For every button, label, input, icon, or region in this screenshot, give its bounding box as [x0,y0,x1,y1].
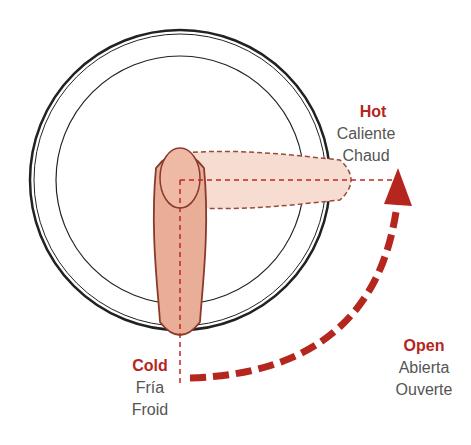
hot-label: Hot [360,102,387,122]
open-label-es: Abierta [399,358,450,378]
hot-label-fr: Chaud [342,146,389,166]
open-label-fr: Ouverte [396,380,453,400]
cold-label-es: Fría [136,378,164,398]
hot-guide-line [180,179,402,181]
cold-guide-line [179,180,181,385]
open-rotation-arrow [190,205,397,378]
cold-label: Cold [132,356,168,376]
hot-label-es: Caliente [337,124,396,144]
arrow-head [384,168,412,206]
cold-label-fr: Froid [132,400,168,420]
open-label: Open [404,336,445,356]
